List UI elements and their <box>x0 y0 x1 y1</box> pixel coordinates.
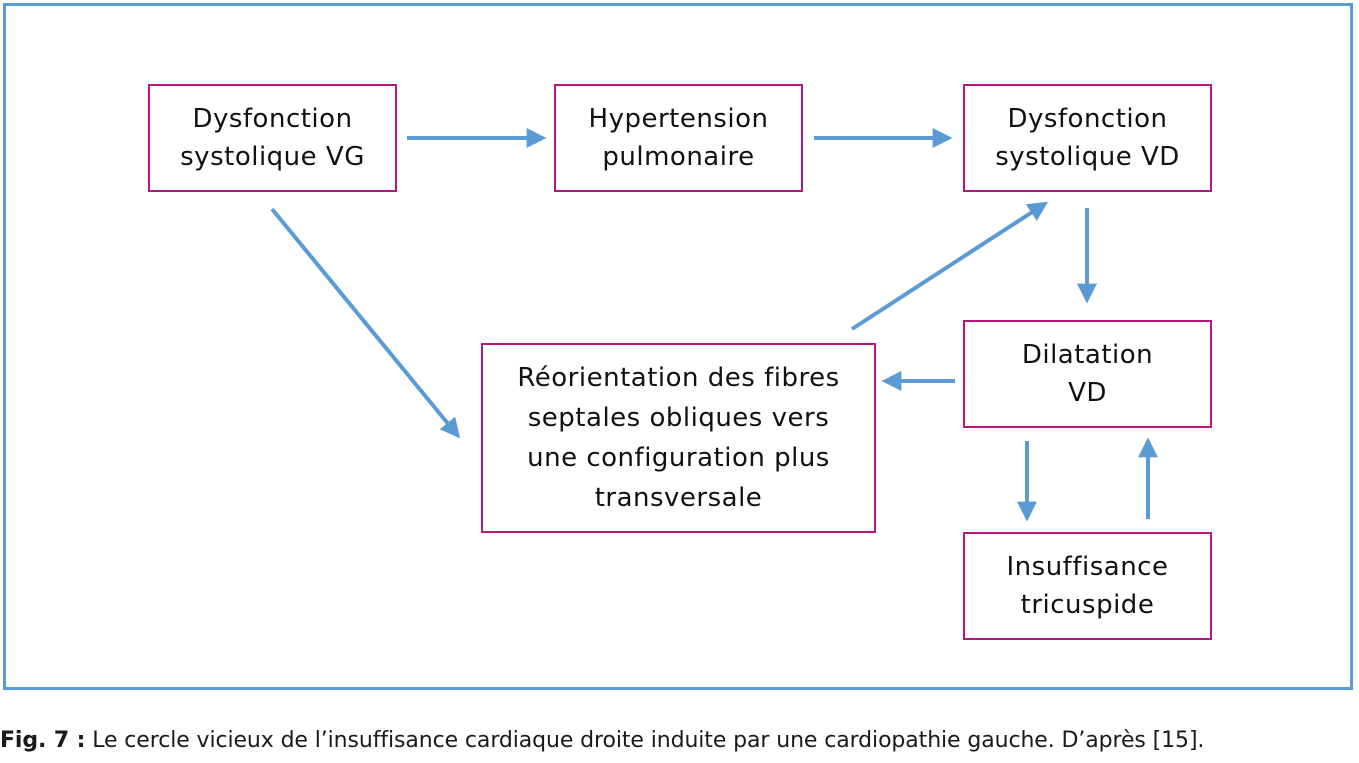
diagram-frame <box>3 3 1353 690</box>
node-hypertension-pulmonaire: Hypertension pulmonaire <box>554 84 803 192</box>
node-label: Hypertension pulmonaire <box>588 104 769 172</box>
arrow-reorientation-to-vd <box>850 201 1049 331</box>
node-label: Insuffisance tricuspide <box>1006 552 1169 620</box>
node-insuffisance-tricuspide: Insuffisance tricuspide <box>963 532 1212 640</box>
figure-caption: Fig. 7 : Le cercle vicieux de l’insuffis… <box>0 728 1359 753</box>
node-reorientation-fibres: Réorientation des fibres septales obliqu… <box>481 343 876 533</box>
node-label: Dilatation VD <box>1021 340 1154 408</box>
arrow-layer <box>270 128 1158 522</box>
arrow-vg-to-reorientation <box>270 207 461 439</box>
node-label: Dysfonction systolique VG <box>180 104 365 172</box>
node-dysfonction-systolique-vg: Dysfonction systolique VG <box>148 84 397 192</box>
node-label: Réorientation des fibres septales obliqu… <box>517 363 840 513</box>
node-dysfonction-systolique-vd: Dysfonction systolique VD <box>963 84 1212 192</box>
node-label: Dysfonction systolique VD <box>995 104 1180 172</box>
figure-number: Fig. 7 : <box>0 728 86 753</box>
node-dilatation-vd: Dilatation VD <box>963 320 1212 428</box>
caption-text: Le cercle vicieux de l’insuffisance card… <box>85 728 1205 753</box>
